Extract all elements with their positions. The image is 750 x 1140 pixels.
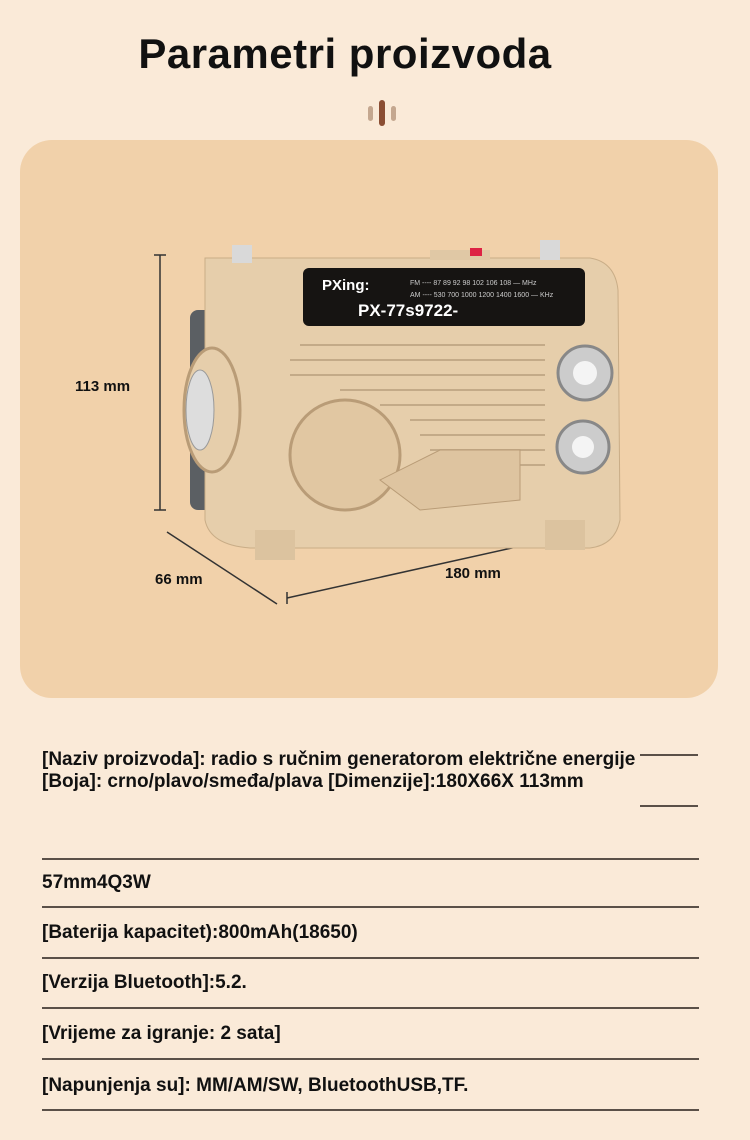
spec-product-name: [Naziv proizvoda]: radio s ručnim genera… xyxy=(42,749,636,792)
depth-label: 66 mm xyxy=(155,571,203,588)
radio-brand: PXing: xyxy=(322,277,370,294)
divider xyxy=(42,1058,699,1060)
radio-model: PX-77s9722- xyxy=(358,301,458,320)
divider xyxy=(640,754,698,756)
divider xyxy=(42,858,699,860)
divider xyxy=(42,1007,699,1009)
radio-illustration: PXing: PX-77s9722- FM ---- 87 89 92 98 1… xyxy=(154,240,621,605)
spec-battery: [Baterija kapacitet):800mAh(18650) xyxy=(42,922,358,943)
width-label: 180 mm xyxy=(445,565,501,582)
decorative-bars xyxy=(366,100,400,126)
height-label: 113 mm xyxy=(75,378,131,395)
page-title: Parametri proizvoda xyxy=(138,30,552,77)
am-scale: AM ---- 530 700 1000 1200 1400 1600 — KH… xyxy=(410,292,554,299)
divider xyxy=(42,1109,699,1111)
divider xyxy=(640,805,698,807)
spec-playtime: [Vrijeme za igranje: 2 sata] xyxy=(42,1023,281,1044)
divider xyxy=(42,957,699,959)
spec-modes: [Napunjenja su]: MM/AM/SW, BluetoothUSB,… xyxy=(42,1075,469,1096)
divider xyxy=(42,906,699,908)
spec-speaker: 57mm4Q3W xyxy=(42,872,151,893)
fm-scale: FM ---- 87 89 92 98 102 106 108 — MHz xyxy=(410,280,537,287)
spec-bluetooth: [Verzija Bluetooth]:5.2. xyxy=(42,972,247,993)
